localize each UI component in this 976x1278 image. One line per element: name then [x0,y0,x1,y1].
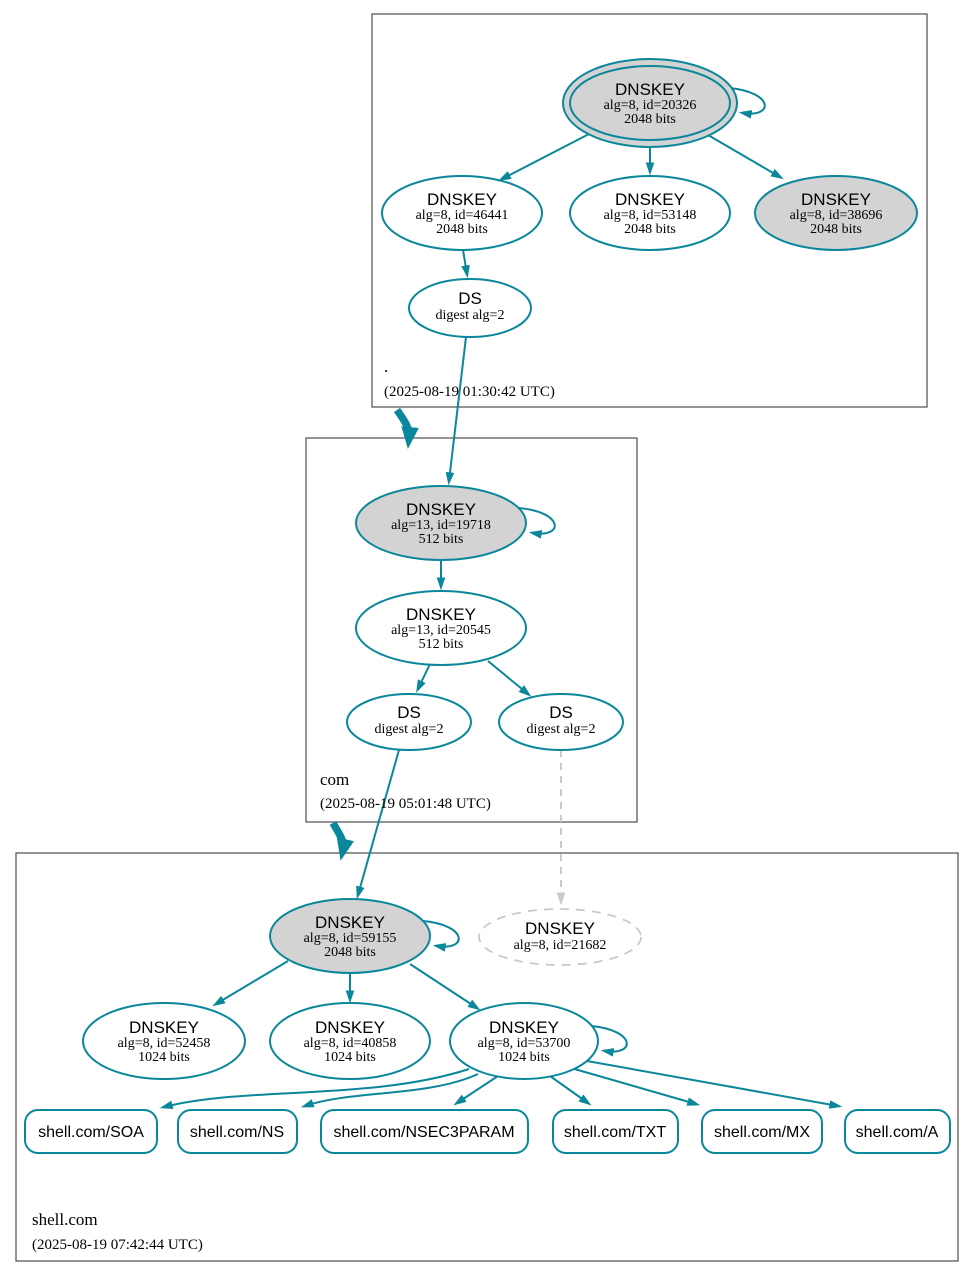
node-detail: digest alg=2 [436,308,505,323]
edge-root-ksk-to-zsk38696 [707,134,784,180]
node-detail: digest alg=2 [527,722,596,737]
edge-zsk53700-to-txt [549,1075,592,1106]
node-detail: alg=8, id=40858 [304,1036,397,1051]
zone-timestamp-root: (2025-08-19 01:30:42 UTC) [384,384,555,400]
node-bits: 512 bits [419,637,464,652]
node-com-dnskey-20545[interactable]: DNSKEY alg=13, id=20545 512 bits [355,590,527,666]
zone-box-com [305,437,638,823]
node-shell-ksk-59155[interactable]: DNSKEY alg=8, id=59155 2048 bits [269,898,431,974]
rrset-label: shell.com/A [856,1124,939,1141]
node-com-ds-1[interactable]: DS digest alg=2 [346,693,472,751]
edge-root-ksk-self-sign [728,87,766,119]
node-bits: 2048 bits [810,222,862,237]
zone-timestamp-com: (2025-08-19 05:01:48 UTC) [320,796,491,812]
node-bits: 1024 bits [138,1050,190,1065]
edge-com-zsk-to-ds2 [487,660,532,697]
node-title: DS [549,703,573,722]
node-bits: 512 bits [419,532,464,547]
node-title: DNSKEY [615,80,685,99]
node-rrset-shell-com-txt[interactable]: shell.com/TXT [552,1109,679,1154]
edge-zsk53700-to-a [586,1060,843,1109]
node-detail: alg=8, id=46441 [416,208,509,223]
node-rrset-shell-com-soa[interactable]: shell.com/SOA [24,1109,158,1154]
zone-label-shell-com: shell.com [32,1210,98,1229]
zone-box-shell-com [15,852,959,1262]
node-rrset-shell-com-ns[interactable]: shell.com/NS [177,1109,298,1154]
node-detail: alg=8, id=38696 [790,208,883,223]
node-detail: alg=8, id=53700 [478,1036,571,1051]
edge-root-ds-to-com-ksk [445,336,467,486]
node-title: DNSKEY [427,190,497,209]
edge-root-ksk-to-zsk46441 [498,133,590,181]
node-bits: 2048 bits [324,945,376,960]
node-detail: digest alg=2 [375,722,444,737]
node-title: DS [397,703,421,722]
rrset-label: shell.com/SOA [38,1124,144,1141]
edge-zsk53700-to-ns [300,1073,479,1108]
node-title: DNSKEY [801,190,871,209]
edge-zsk53700-to-soa [159,1068,470,1110]
node-bits: 2048 bits [436,222,488,237]
zone-box-root [371,13,928,408]
rrset-label: shell.com/TXT [564,1124,666,1141]
zone-label-root: . [384,357,388,376]
node-root-ksk-20326[interactable]: DNSKEY alg=8, id=20326 2048 bits [562,58,738,148]
node-bits: 1024 bits [324,1050,376,1065]
node-shell-dnskey-53700[interactable]: DNSKEY alg=8, id=53700 1024 bits [449,1002,599,1080]
node-bits: 2048 bits [624,112,676,127]
rrset-label: shell.com/NSEC3PARAM [333,1124,514,1141]
node-rrset-shell-com-mx[interactable]: shell.com/MX [701,1109,823,1154]
node-detail: alg=13, id=19718 [391,518,491,533]
node-title: DNSKEY [129,1018,199,1037]
node-root-dnskey-38696[interactable]: DNSKEY alg=8, id=38696 2048 bits [754,175,918,251]
node-detail: alg=8, id=21682 [514,938,607,953]
node-bits: 2048 bits [624,222,676,237]
edge-shell-ksk-to-zsk52458 [212,960,289,1007]
node-com-ksk-19718[interactable]: DNSKEY alg=13, id=19718 512 bits [355,485,527,561]
zone-label-com: com [320,770,349,789]
edge-shell-ksk-self-sign [422,920,460,952]
edge-shell-zsk53700-self-sign [590,1025,628,1057]
edge-delegation-root-to-com [393,407,419,449]
node-shell-dnskey-52458[interactable]: DNSKEY alg=8, id=52458 1024 bits [82,1002,246,1080]
edge-com-zsk-to-ds1 [416,663,431,693]
edge-com-ds1-to-shell-ksk [356,749,400,900]
node-title: DNSKEY [315,1018,385,1037]
node-root-ds[interactable]: DS digest alg=2 [408,278,532,338]
node-title: DNSKEY [315,913,385,932]
node-com-ds-2[interactable]: DS digest alg=2 [498,693,624,751]
node-title: DNSKEY [489,1018,559,1037]
node-root-dnskey-53148[interactable]: DNSKEY alg=8, id=53148 2048 bits [569,175,731,251]
edge-root-zsk46441-to-ds [461,249,470,279]
node-bits: 1024 bits [498,1050,550,1065]
node-detail: alg=8, id=53148 [604,208,697,223]
node-title: DS [458,289,482,308]
edge-com-ksk-self-sign [518,507,556,539]
rrset-label: shell.com/NS [190,1124,284,1141]
node-shell-dnskey-21682-missing[interactable]: DNSKEY alg=8, id=21682 [478,908,642,966]
node-title: DNSKEY [525,919,595,938]
node-title: DNSKEY [615,190,685,209]
rrset-label: shell.com/MX [714,1124,810,1141]
node-detail: alg=8, id=59155 [304,931,397,946]
node-title: DNSKEY [406,605,476,624]
edge-delegation-com-to-shell [329,821,354,861]
node-shell-dnskey-40858[interactable]: DNSKEY alg=8, id=40858 1024 bits [269,1002,431,1080]
node-detail: alg=8, id=52458 [118,1036,211,1051]
node-detail: alg=13, id=20545 [391,623,491,638]
node-root-dnskey-46441[interactable]: DNSKEY alg=8, id=46441 2048 bits [381,175,543,251]
edge-shell-ksk-to-zsk53700 [409,963,481,1011]
edge-zsk53700-to-nsec3param [453,1075,499,1106]
node-detail: alg=8, id=20326 [604,98,697,113]
zone-timestamp-shell-com: (2025-08-19 07:42:44 UTC) [32,1237,203,1253]
node-rrset-shell-com-nsec3param[interactable]: shell.com/NSEC3PARAM [320,1109,529,1154]
node-rrset-shell-com-a[interactable]: shell.com/A [844,1109,951,1154]
node-title: DNSKEY [406,500,476,519]
edge-zsk53700-to-mx [570,1067,701,1106]
